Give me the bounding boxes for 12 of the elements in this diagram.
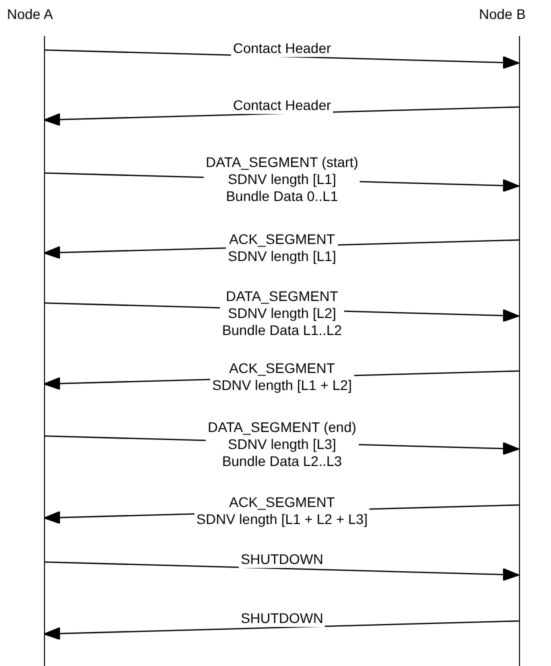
participant-label: Node A [7, 6, 53, 22]
edge-label: ACK_SEGMENT SDNV length [L1 + L2] [210, 360, 354, 394]
edge-label: ACK_SEGMENT SDNV length [L1] [226, 231, 338, 265]
edge-label: Contact Header [230, 40, 334, 57]
edge-label: SHUTDOWN [238, 610, 326, 627]
edge-label: ACK_SEGMENT SDNV length [L1 + L2 + L3] [194, 494, 370, 528]
message-arrow [44, 49, 520, 70]
participant-label: Node B [479, 6, 526, 22]
message-arrow [44, 561, 520, 582]
message-arrow [44, 620, 520, 640]
edge-label: SHUTDOWN [238, 551, 326, 568]
edge-label: Contact Header [230, 97, 334, 114]
